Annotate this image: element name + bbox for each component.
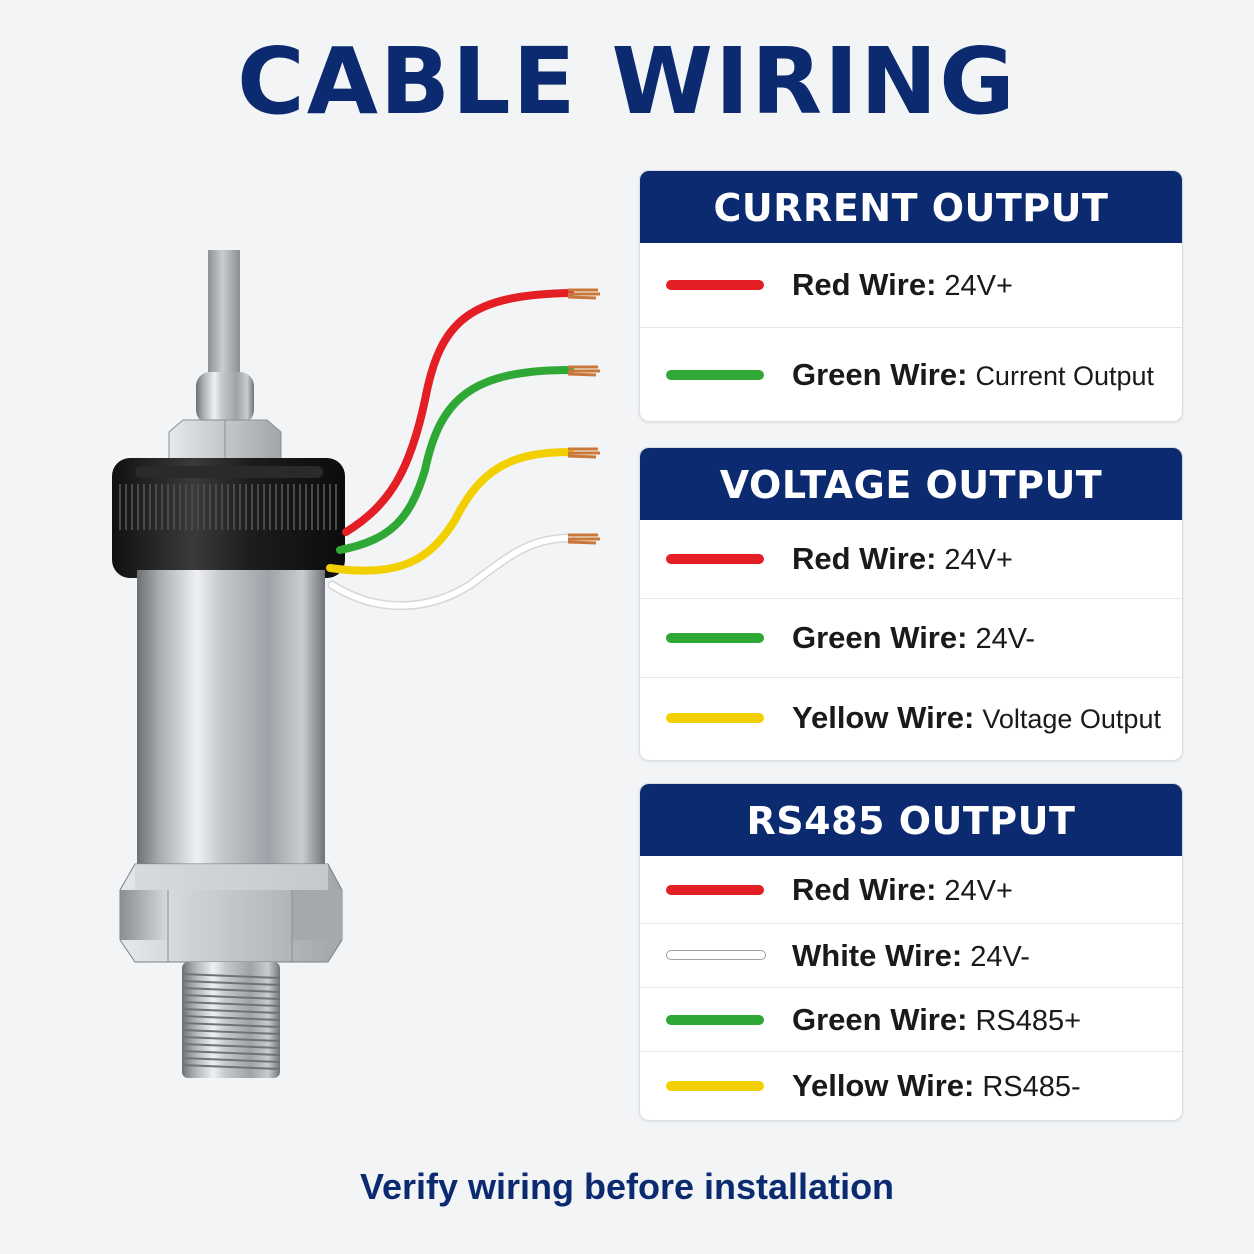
voltage-red-row: Red Wire:24V+ <box>640 520 1182 598</box>
grey-cable <box>208 250 240 390</box>
wire-name: Green Wire: <box>792 620 968 655</box>
hex-nut <box>119 863 343 963</box>
voltage-yellow-row: Yellow Wire:Voltage Output <box>640 677 1182 758</box>
yellow-wire <box>326 448 574 575</box>
wire-function: 24V- <box>975 623 1036 655</box>
wire-name: Green Wire: <box>792 1001 968 1037</box>
wire-function: Current Output <box>975 360 1155 391</box>
rs485-white-row: White Wire:24V- <box>640 923 1182 987</box>
wire-function: RS485+ <box>975 1004 1082 1037</box>
yellow-wire-swatch <box>666 1081 764 1091</box>
wire-function: 24V+ <box>944 270 1013 302</box>
red-wire-swatch <box>666 554 764 564</box>
installation-note: Verify wiring before installation <box>359 1166 895 1207</box>
rs485-output-panel: RS485 OUTPUT Red Wire:24V+ White Wire:24… <box>639 783 1183 1121</box>
rs485-yellow-row: Yellow Wire:RS485- <box>640 1051 1182 1120</box>
copper-wire-ends <box>567 288 600 545</box>
white-wire-swatch <box>666 949 766 960</box>
red-wire-swatch <box>666 280 764 290</box>
wire-function: 24V+ <box>944 874 1013 907</box>
wire-name: Yellow Wire: <box>792 1068 975 1103</box>
current-output-panel: CURRENT OUTPUT Red Wire:24V+ Green Wire:… <box>639 170 1183 422</box>
wire-name: Green Wire: <box>792 356 968 392</box>
knurled-cap <box>112 458 345 578</box>
voltage-output-heading: VOLTAGE OUTPUT <box>640 448 1182 520</box>
green-wire-swatch <box>666 633 764 643</box>
rs485-green-row: Green Wire:RS485+ <box>640 987 1182 1051</box>
page-title: CABLE WIRING <box>237 28 1017 135</box>
red-wire <box>342 289 574 536</box>
wire-name: Red Wire: <box>792 541 937 576</box>
wire-function: RS485- <box>982 1071 1081 1103</box>
wire-function: Voltage Output <box>982 704 1161 734</box>
green-wire <box>336 366 574 554</box>
wire-function: 24V+ <box>944 544 1013 576</box>
green-wire-swatch <box>666 369 764 380</box>
current-red-row: Red Wire:24V+ <box>640 243 1182 327</box>
red-wire-swatch <box>666 884 764 895</box>
wire-name: Red Wire: <box>792 871 937 907</box>
colored-wires <box>326 289 575 611</box>
threaded-fitting <box>181 962 281 1078</box>
current-green-row: Green Wire:Current Output <box>640 327 1182 421</box>
current-output-heading: CURRENT OUTPUT <box>640 171 1182 243</box>
stainless-body <box>137 570 325 880</box>
voltage-output-panel: VOLTAGE OUTPUT Red Wire:24V+ Green Wire:… <box>639 447 1183 761</box>
voltage-green-row: Green Wire:24V- <box>640 598 1182 677</box>
wire-name: Yellow Wire: <box>792 700 975 735</box>
rs485-red-row: Red Wire:24V+ <box>640 856 1182 923</box>
yellow-wire-swatch <box>666 713 764 723</box>
wire-name: White Wire: <box>792 937 963 973</box>
wire-function: 24V- <box>970 940 1030 973</box>
rs485-output-heading: RS485 OUTPUT <box>640 784 1182 856</box>
pressure-transmitter-illustration <box>112 250 600 1078</box>
green-wire-swatch <box>666 1014 764 1025</box>
wire-name: Red Wire: <box>792 267 937 302</box>
